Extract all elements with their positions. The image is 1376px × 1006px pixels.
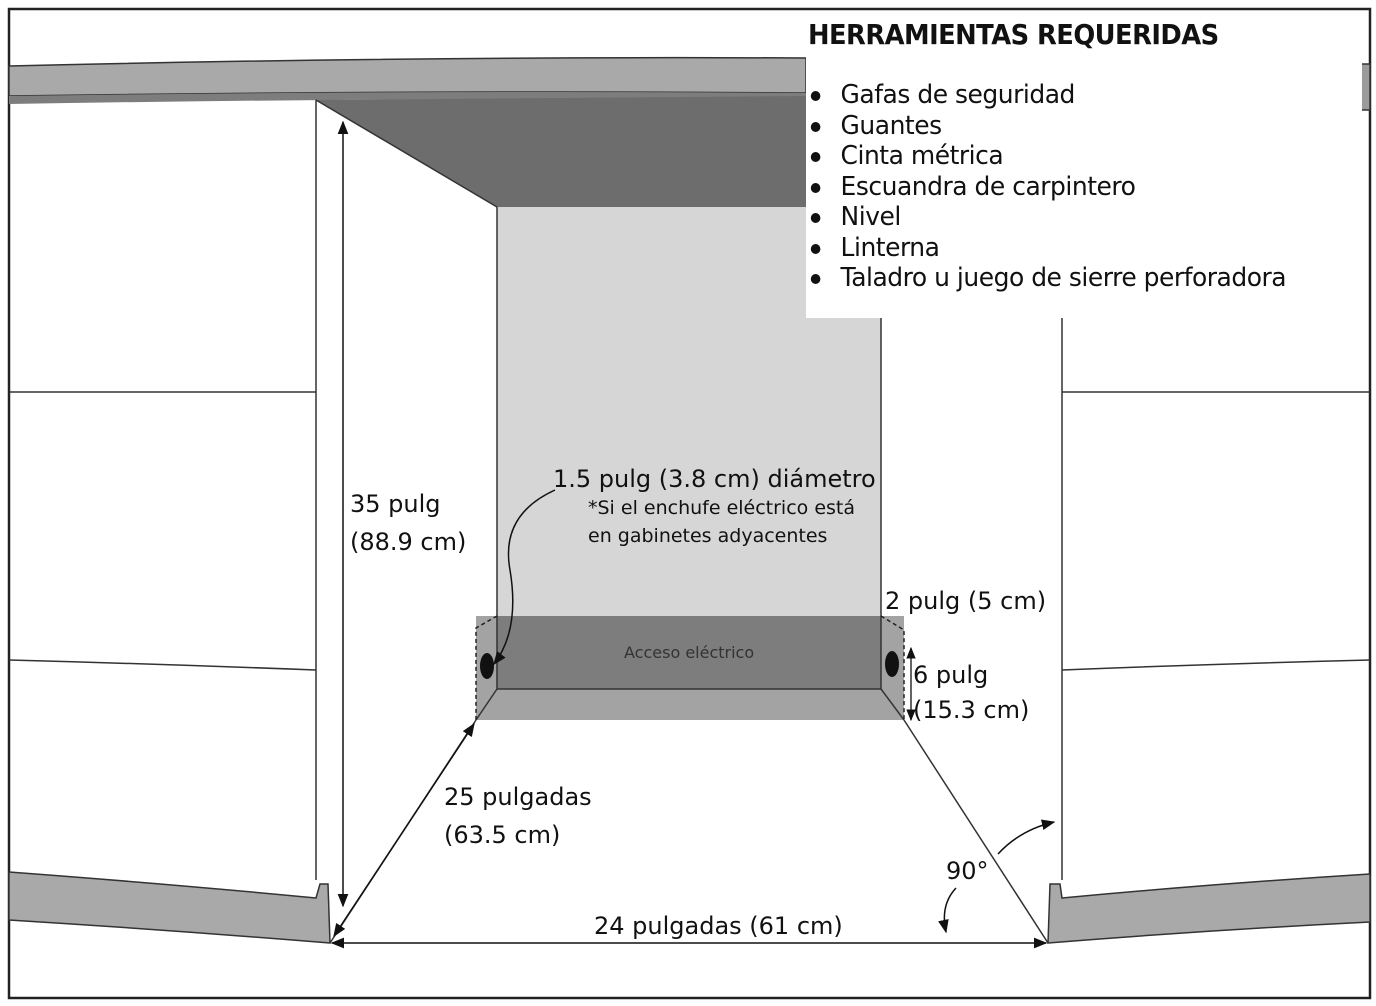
depth-cm-label: (63.5 cm) bbox=[444, 821, 561, 849]
left-toekick bbox=[8, 871, 331, 944]
electrical-access-back bbox=[497, 616, 881, 689]
tools-title: HERRAMIENTAS REQUERIDAS bbox=[808, 18, 1219, 51]
right-toekick bbox=[1047, 873, 1371, 944]
height-cm-label: (88.9 cm) bbox=[350, 528, 467, 556]
tool-item: Guantes bbox=[806, 111, 1286, 142]
hole-diameter-label: 1.5 pulg (3.8 cm) diámetro bbox=[553, 465, 876, 493]
required-tools-panel: HERRAMIENTAS REQUERIDAS Gafas de segurid… bbox=[806, 12, 1362, 318]
hole-left bbox=[480, 653, 494, 679]
access-height-cm-label: (15.3 cm) bbox=[913, 696, 1030, 724]
access-dashed-left bbox=[475, 615, 498, 720]
tool-item: Gafas de seguridad bbox=[806, 80, 1286, 111]
angle-arc-top bbox=[997, 819, 1056, 855]
countertop-left-edge bbox=[9, 92, 806, 104]
width-label: 24 pulgadas (61 cm) bbox=[594, 912, 843, 940]
countertop-left bbox=[8, 56, 807, 97]
electrical-access-label: Acceso eléctrico bbox=[624, 643, 755, 662]
depth-inches-label: 25 pulgadas bbox=[444, 783, 592, 811]
tool-item: Cinta métrica bbox=[806, 141, 1286, 172]
tool-item: Escuandra de carpintero bbox=[806, 172, 1286, 203]
hole-right bbox=[885, 651, 899, 677]
countertop-underside bbox=[316, 96, 806, 207]
hole-note-line2: en gabinetes adyacentes bbox=[588, 525, 828, 547]
tool-item: Linterna bbox=[806, 233, 1286, 264]
depth-arrow bbox=[333, 722, 475, 938]
outer-frame bbox=[7, 7, 1372, 1000]
angle-label: 90° bbox=[946, 857, 989, 885]
angle-arc-bottom bbox=[938, 887, 957, 934]
height-inches-label: 35 pulg bbox=[350, 490, 441, 518]
tool-item: Nivel bbox=[806, 202, 1286, 233]
tools-list: Gafas de seguridad Guantes Cinta métrica… bbox=[806, 80, 1306, 294]
tool-item: Taladro u juego de sierre perforadora bbox=[806, 263, 1287, 294]
hole-callout-arrow bbox=[493, 489, 556, 666]
access-offset-label: 2 pulg (5 cm) bbox=[885, 587, 1047, 615]
hole-note-line1: *Si el enchufe eléctrico está bbox=[588, 497, 856, 519]
access-height-inches-label: 6 pulg bbox=[913, 661, 989, 689]
access-dashed-right bbox=[880, 615, 905, 720]
